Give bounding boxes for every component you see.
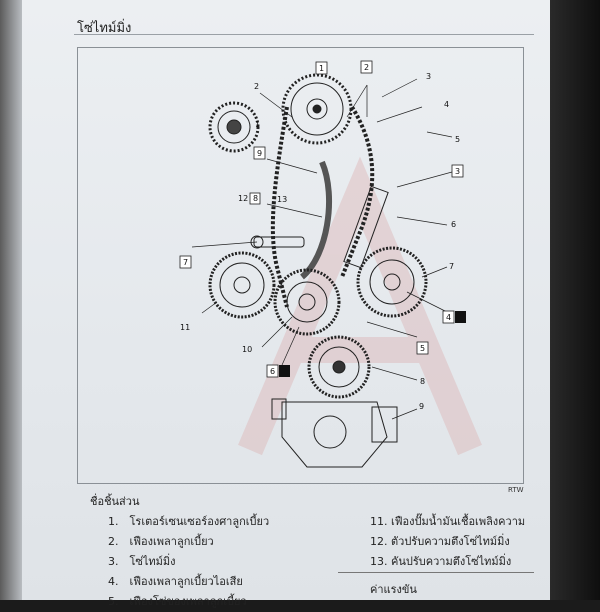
- chain-tensioner-bolt: [250, 235, 305, 249]
- callout-7-label: 7: [449, 262, 454, 271]
- oil-pump-housing: [271, 398, 398, 468]
- chain-tensioner-lever: [299, 160, 333, 280]
- callout-8-label: 8: [420, 377, 425, 386]
- callout-6-label: 6: [451, 220, 456, 229]
- callout-2: 2: [364, 63, 369, 72]
- callout-1: 1: [319, 64, 324, 73]
- callout-5-box: 5: [420, 344, 425, 353]
- callout-7-box: 7: [183, 258, 188, 267]
- chain-guide: [343, 185, 389, 269]
- cam-sprocket-intake: [281, 73, 353, 145]
- list-item: 13. คันปรับความตึงโซ่ไทม์มิ่ง: [370, 555, 512, 568]
- callout-11-label: 11: [180, 323, 190, 332]
- parts-heading: ชื่อชิ้นส่วน: [90, 495, 140, 508]
- watermark-graphic: [238, 156, 482, 456]
- idler-gear-left: [208, 251, 276, 319]
- callout-9: 9: [257, 149, 262, 158]
- list-item: 11. เฟืองปั๊มน้ำมันเชื้อเพลิงความ: [370, 515, 526, 528]
- title-divider: [74, 34, 534, 35]
- callout-10-label: 10: [242, 345, 252, 354]
- parts-list-right: 11. เฟืองปั๊มน้ำมันเชื้อเพลิงความ 12. ตั…: [370, 512, 525, 572]
- injection-pump-gear: [356, 246, 428, 318]
- callout-5-label: 5: [455, 135, 460, 144]
- callout-9-label: 9: [419, 402, 424, 411]
- callout-12-box: 8: [253, 194, 258, 203]
- list-item: 5. เฟืองโซ่ของเพลาลูกเบี้ยว: [108, 595, 247, 608]
- callout-12-label: 12: [238, 194, 248, 203]
- torque-label: ค่าแรงขัน: [370, 583, 417, 596]
- lower-gear: [307, 335, 371, 399]
- callout-1-label: 1: [255, 120, 260, 129]
- list-item: 12. ตัวปรับความตึงโซ่ไทม์มิ่ง: [370, 535, 510, 548]
- figure-code: RTW: [508, 486, 524, 494]
- parts-list-left: 1. โรเตอร์เซนเซอร์องศาลูกเบี้ยว 2. เฟือง…: [108, 512, 269, 612]
- callout-6-box: 6: [270, 367, 275, 376]
- page-title: โซ่ไทม์มิ่ง: [77, 21, 132, 36]
- torque-divider: [338, 572, 534, 573]
- callout-13-label: 13: [277, 195, 287, 204]
- timing-chain-diagram: 1 2 9 3 7 5 4 6 8 2 1 3 4 5 6 7 8 9 10 1…: [179, 60, 466, 468]
- list-item: 2. เฟืองเพลาลูกเบี้ยว: [108, 535, 214, 548]
- monitor-bezel-right: [550, 0, 600, 600]
- callout-2-label: 2: [254, 82, 259, 91]
- monitor-bezel-left: [0, 0, 22, 600]
- figure-frame: [77, 47, 524, 484]
- list-item: 3. โซ่ไทม์มิ่ง: [108, 555, 176, 568]
- timing-chain: [270, 105, 375, 308]
- list-item: 1. โรเตอร์เซนเซอร์องศาลูกเบี้ยว: [108, 515, 270, 528]
- leader-lines: [191, 78, 453, 420]
- cam-sensor-rotor: [208, 101, 260, 153]
- callout-3-box: 3: [455, 167, 460, 176]
- callout-3-label: 3: [426, 72, 431, 81]
- list-item: 4. เฟืองเพลาลูกเบี้ยวไอเสีย: [108, 575, 243, 588]
- callout-4-box: 4: [446, 313, 451, 322]
- callout-4-label: 4: [444, 100, 449, 109]
- crank-sprocket: [273, 268, 341, 336]
